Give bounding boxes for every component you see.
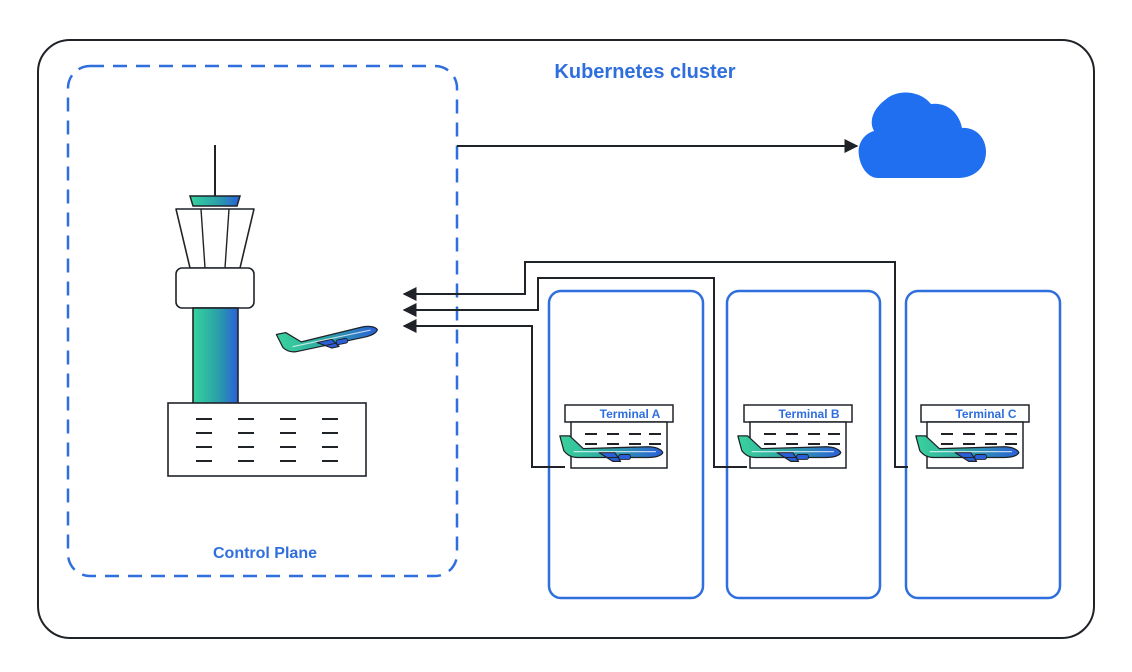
terminal-c-label: Terminal C bbox=[955, 407, 1016, 421]
control-tower-icon bbox=[167, 145, 367, 477]
terminal-b-connection bbox=[402, 277, 747, 468]
terminal-a-label: Terminal A bbox=[600, 407, 661, 421]
terminal-a-connection bbox=[402, 319, 565, 468]
terminal-c-connection bbox=[402, 261, 908, 468]
cluster-title: Kubernetes cluster bbox=[554, 61, 735, 83]
terminal-b-label: Terminal B bbox=[778, 407, 839, 421]
control-plane-box bbox=[66, 64, 459, 578]
cloud-icon bbox=[858, 92, 986, 178]
control-plane-label: Control Plane bbox=[213, 545, 317, 562]
